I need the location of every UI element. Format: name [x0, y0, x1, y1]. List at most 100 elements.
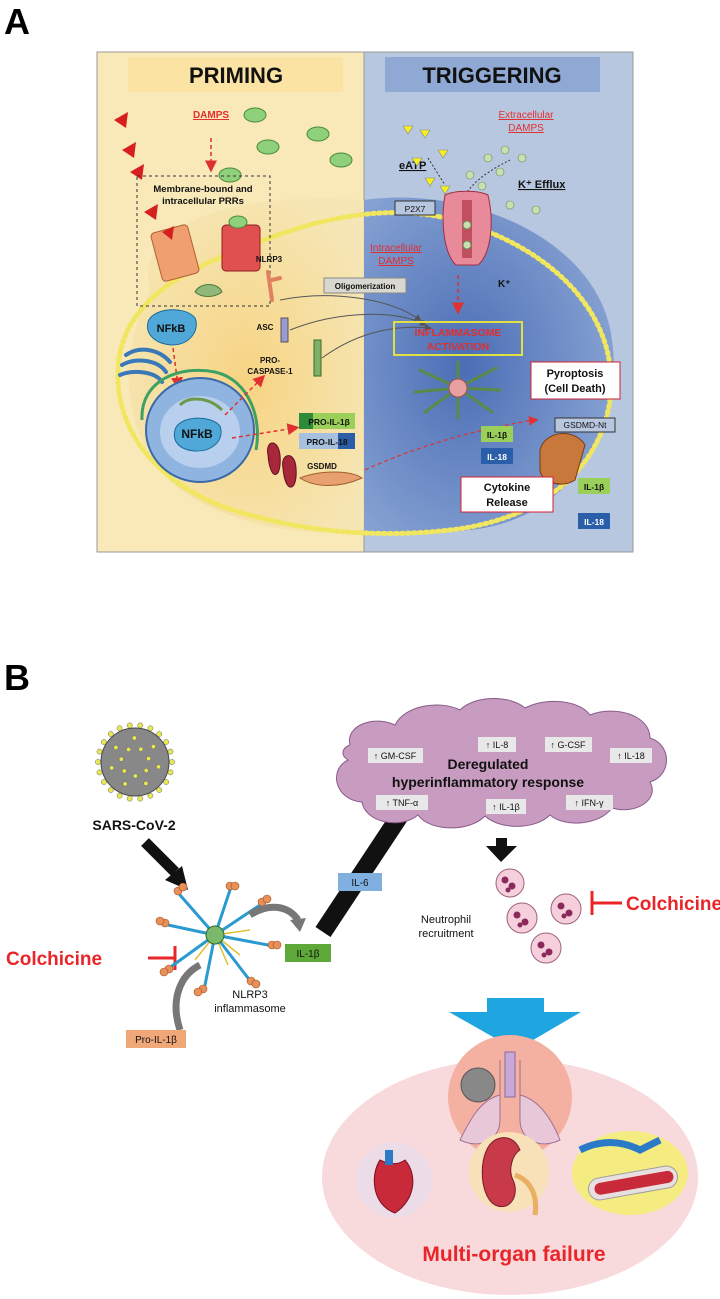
pyroptosis-line1: Pyroptosis: [547, 368, 604, 380]
il18-inner-label: IL-18: [487, 452, 507, 462]
virus-spike: [143, 768, 149, 773]
il18-outer-label: IL-18: [584, 517, 604, 527]
virus-to-inflammasome-arrow: [141, 838, 179, 876]
oligomerization-arc: [289, 313, 427, 331]
g-csf-box: [545, 737, 592, 752]
k-ion-pore: [462, 240, 472, 250]
virus-spike: [131, 735, 137, 741]
virus-spike: [156, 731, 163, 737]
transcription-arrow: [231, 423, 300, 439]
inflammasome-pyrin-domains: [155, 881, 282, 997]
il1b-inner-box: [481, 426, 513, 442]
virus-spike: [96, 748, 103, 755]
colchicine-right-inhibitor: [590, 891, 622, 915]
pro-il1b-label: Pro-IL-1β: [135, 1035, 177, 1046]
priming-title-bar: [128, 57, 343, 92]
il6-label: IL-6: [351, 878, 369, 889]
virus-spike: [126, 722, 133, 729]
pro-il1b-label: PRO-IL-1β: [308, 417, 350, 427]
il18-inner-box: [481, 448, 513, 464]
pro-il1b-box-dark-left: [299, 413, 313, 429]
il18-box: [610, 748, 652, 763]
gm-csf-box: [368, 748, 423, 763]
il6-label-box: [338, 873, 382, 891]
blue-outcome-arrow: [449, 998, 581, 1050]
il18-outer-box: [578, 513, 610, 529]
il1b-release-arrowhead: [290, 918, 306, 932]
green-particle: [256, 139, 280, 155]
inflammasome-core: [448, 378, 468, 398]
colchicine-left: Colchicine: [6, 949, 102, 970]
g-csf-label: ↑ G-CSF: [551, 740, 587, 750]
kidney-ureter: [514, 1172, 539, 1216]
il1b-inner-label: IL-1β: [487, 430, 507, 440]
virus-spike: [167, 748, 174, 755]
virus-spike: [96, 769, 103, 776]
procaspase-label-line1: PRO-: [260, 356, 280, 365]
virus-spike: [107, 731, 114, 737]
oligomerization-label: Oligomerization: [335, 282, 396, 291]
heart-icon: [373, 1159, 414, 1214]
eatp-path: [427, 157, 446, 186]
cloud-title-line1: Deregulated: [448, 756, 529, 772]
neutrophil-label-line1: Neutrophil: [421, 914, 471, 926]
virus-spike: [132, 773, 138, 779]
damp-triangle: [114, 112, 128, 128]
ifn-label: ↑ IFN-γ: [575, 798, 604, 808]
nlrp3-label: NLRP3: [256, 255, 283, 264]
lungs-virus-icon: [460, 1067, 496, 1103]
damp-triangle: [122, 142, 136, 158]
il1b-up-label: ↑ IL-1β: [492, 802, 520, 812]
prr-receptor-red: [221, 224, 261, 272]
gsdmd-arrow: [364, 416, 539, 471]
il1b-outer-box: [578, 478, 610, 494]
nfkb-outer-blob: [147, 309, 197, 346]
tnf-label: ↑ TNF-α: [386, 798, 419, 808]
triggering-title-bar: [385, 57, 600, 92]
inflammasome-center: [205, 925, 225, 945]
prr-label-line2: intracellular PRRs: [162, 196, 244, 207]
k-plus-label: K⁺: [498, 279, 511, 290]
virus-spike: [116, 725, 123, 732]
colchicine-right: Colchicine: [626, 894, 720, 915]
virus-spike: [169, 759, 175, 765]
blood-vessel-lumen: [594, 1170, 674, 1195]
damps-label: DAMPS: [193, 110, 229, 121]
p2x7-label: P2X7: [405, 204, 426, 214]
lungs-icon: [459, 1051, 561, 1145]
virus-spike: [109, 765, 115, 771]
ifn-box: [566, 795, 613, 810]
priming-title: PRIMING: [189, 63, 283, 88]
nlrp3-label-line1: NLRP3: [232, 989, 267, 1001]
dna-strand: [178, 397, 224, 412]
virus-spike: [116, 792, 123, 799]
procaspase-protein: [313, 339, 322, 377]
pyroptosis-line2: (Cell Death): [544, 383, 605, 395]
virus-label: SARS-CoV-2: [92, 817, 175, 833]
nfkb-outer-label: NFkB: [157, 323, 186, 335]
cloud-to-neutrophil-shaft: [496, 838, 507, 848]
gsdmd-nt-box: [554, 417, 616, 433]
virus-spike: [126, 747, 132, 752]
virus-spike: [138, 746, 144, 752]
gsdmd-protein: [298, 471, 364, 486]
procaspase-label-line2: CASPASE-1: [247, 367, 293, 376]
nfkb-inner-label: NFkB: [181, 427, 213, 441]
panel-b-letter: B: [4, 657, 30, 698]
triggering-title: TRIGGERING: [422, 63, 561, 88]
green-particle: [243, 107, 267, 123]
virus-spike: [126, 795, 133, 802]
gm-csf-label: ↑ GM-CSF: [374, 751, 417, 761]
sars-cov-2-virus: [95, 722, 175, 802]
virus-spike: [101, 739, 107, 745]
green-particle: [329, 152, 353, 168]
prr-bound-damp: [162, 226, 174, 240]
asc-label: ASC: [257, 323, 274, 332]
eatp-molecules: [402, 125, 451, 195]
pro-il1b-label-box: [126, 1030, 186, 1048]
virus-spike: [107, 787, 114, 793]
virus-spike: [137, 795, 144, 802]
virus-spike: [163, 779, 169, 785]
il1b-release-arrow: [248, 903, 301, 923]
